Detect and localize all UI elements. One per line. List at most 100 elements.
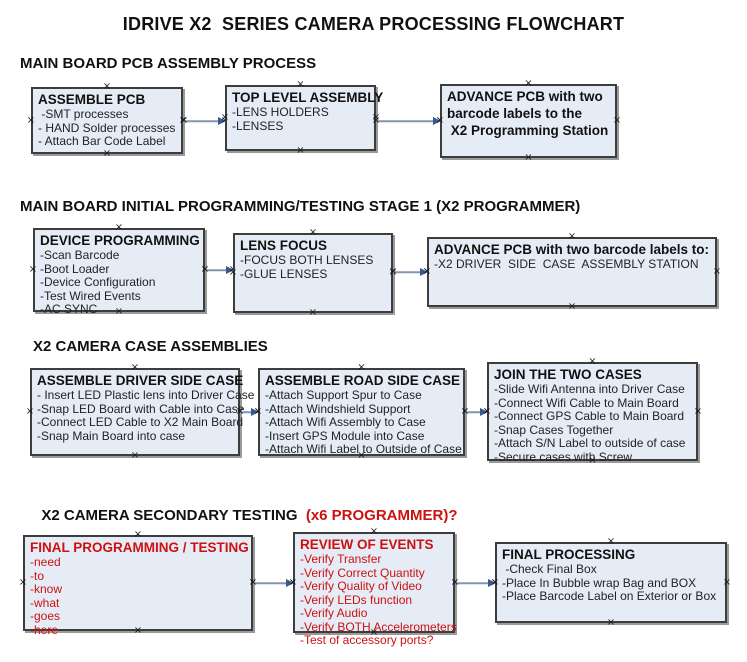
box-lines: -Check Final Box -Place In Bubble wrap B… bbox=[502, 562, 717, 603]
connection-point-marker[interactable]: × bbox=[388, 266, 398, 277]
connection-point-marker[interactable]: × bbox=[451, 577, 459, 588]
connection-point-marker[interactable]: × bbox=[371, 115, 381, 126]
arrow-line bbox=[240, 411, 253, 413]
box-title: TOP LEVEL ASSEMBLY bbox=[232, 90, 384, 105]
box-lines: -X2 DRIVER SIDE CASE ASSEMBLY STATION bbox=[434, 257, 699, 271]
arrow-line bbox=[455, 582, 490, 584]
box-title: LENS FOCUS bbox=[240, 238, 328, 253]
connection-point-marker[interactable]: × bbox=[308, 227, 318, 238]
connection-point-marker[interactable]: × bbox=[114, 222, 124, 233]
flow-box-top-level-assembly[interactable]: × × × × TOP LEVEL ASSEMBLY -LENS HOLDERS… bbox=[221, 80, 384, 156]
connection-point-marker[interactable]: × bbox=[102, 81, 112, 92]
connection-point-marker[interactable]: × bbox=[606, 536, 616, 547]
arrow-head-icon bbox=[286, 579, 294, 587]
connection-point-marker[interactable]: × bbox=[460, 406, 470, 417]
flow-box-join-the-two-cases[interactable]: × × × × JOIN THE TWO CASES -Slide Wifi A… bbox=[483, 357, 702, 466]
connection-point-marker[interactable]: × bbox=[102, 148, 112, 159]
connection-point-marker[interactable]: × bbox=[25, 406, 35, 417]
flow-box-advance-pcb-driver-side-case[interactable]: × × × × ADVANCE PCB with two barcode lab… bbox=[423, 232, 721, 312]
section-heading-black-part: X2 CAMERA SECONDARY TESTING bbox=[41, 507, 302, 524]
connection-point-marker[interactable]: × bbox=[369, 526, 379, 537]
connection-point-marker[interactable]: × bbox=[288, 576, 298, 588]
connection-point-marker[interactable]: × bbox=[114, 306, 124, 317]
connection-point-marker[interactable]: × bbox=[588, 455, 597, 466]
flow-box-assemble-road-side-case[interactable]: × × × × ASSEMBLE ROAD SIDE CASE -Attach … bbox=[254, 363, 469, 461]
connection-point-marker[interactable]: × bbox=[308, 307, 318, 318]
connection-point-marker[interactable]: × bbox=[369, 627, 379, 638]
flow-box-assemble-driver-side-case[interactable]: × × × × ASSEMBLE DRIVER SIDE CASE - Inse… bbox=[26, 363, 255, 461]
box-title: REVIEW OF EVENTS bbox=[300, 537, 434, 552]
connection-point-marker[interactable]: × bbox=[178, 114, 188, 126]
connection-point-marker[interactable]: × bbox=[28, 264, 38, 275]
arrow-head-icon bbox=[488, 579, 496, 587]
connection-point-marker[interactable]: × bbox=[567, 301, 577, 312]
connection-point-marker[interactable]: × bbox=[179, 115, 189, 126]
connection-point-marker[interactable]: × bbox=[612, 115, 622, 126]
arrow-line bbox=[253, 582, 288, 584]
connection-point-marker[interactable]: × bbox=[722, 576, 732, 588]
connector-arrow[interactable]: × × bbox=[451, 577, 499, 589]
box-lines: -Attach Support Spur to Case -Attach Win… bbox=[265, 388, 462, 456]
connection-point-marker[interactable]: × bbox=[588, 356, 597, 367]
connection-point-marker[interactable]: × bbox=[712, 266, 722, 277]
connection-point-marker[interactable]: × bbox=[26, 114, 36, 126]
box-lines: -Scan Barcode -Boot Loader -Device Confi… bbox=[40, 248, 156, 316]
connection-point-marker[interactable]: × bbox=[482, 405, 492, 417]
arrow-line bbox=[393, 271, 422, 273]
connection-point-marker[interactable]: × bbox=[133, 529, 143, 540]
connection-point-marker[interactable]: × bbox=[357, 450, 366, 461]
connection-point-marker[interactable]: × bbox=[228, 267, 238, 278]
arrow-head-icon bbox=[433, 117, 441, 125]
connection-point-marker[interactable]: × bbox=[18, 577, 28, 588]
flow-box-lens-focus[interactable]: × × × × LENS FOCUS -FOCUS BOTH LENSES -G… bbox=[229, 228, 397, 318]
connection-point-marker[interactable]: × bbox=[296, 79, 305, 90]
connection-point-marker[interactable]: × bbox=[524, 78, 533, 89]
connection-point-marker[interactable]: × bbox=[567, 231, 577, 242]
connection-point-marker[interactable]: × bbox=[371, 112, 381, 123]
connection-point-marker[interactable]: × bbox=[200, 264, 210, 275]
flow-box-final-programming-testing[interactable]: × × × × FINAL PROGRAMMING / TESTING -nee… bbox=[19, 530, 257, 637]
connector-arrow[interactable]: × × bbox=[180, 115, 229, 127]
page-title: IDRIVE X2 SERIES CAMERA PROCESSING FLOWC… bbox=[122, 14, 625, 34]
section-heading-initial-programming: MAIN BOARD INITIAL PROGRAMMING/TESTING S… bbox=[20, 198, 581, 215]
box-title: FINAL PROGRAMMING / TESTING bbox=[30, 540, 249, 555]
arrow-line bbox=[184, 120, 220, 122]
connection-point-marker[interactable]: × bbox=[435, 115, 445, 126]
connection-point-marker[interactable]: × bbox=[606, 617, 616, 628]
connection-point-marker[interactable]: × bbox=[130, 450, 140, 461]
connector-arrow[interactable]: × × bbox=[249, 577, 297, 589]
connection-point-marker[interactable]: × bbox=[490, 576, 500, 588]
box-lines: -Slide Wifi Antenna into Driver Case -Co… bbox=[494, 382, 686, 464]
connection-point-marker[interactable]: × bbox=[248, 577, 258, 588]
connection-point-marker[interactable]: × bbox=[220, 112, 230, 123]
connection-point-marker[interactable]: × bbox=[235, 406, 245, 417]
box-title: JOIN THE TWO CASES bbox=[494, 367, 642, 382]
flow-box-assemble-pcb[interactable]: × × × × ASSEMBLE PCB -SMT processes - HA… bbox=[27, 82, 187, 159]
box-title: ADVANCE PCB with two barcode labels to t… bbox=[447, 89, 609, 138]
connection-point-marker[interactable]: × bbox=[296, 145, 305, 156]
box-lines: - Insert LED Plastic lens into Driver Ca… bbox=[37, 388, 255, 443]
connection-point-marker[interactable]: × bbox=[450, 577, 460, 588]
flow-box-review-of-events[interactable]: × × × × REVIEW OF EVENTS -Verify Transfe… bbox=[289, 527, 459, 647]
flow-box-final-processing[interactable]: × × × × FINAL PROCESSING -Check Final Bo… bbox=[491, 537, 731, 628]
connection-point-marker[interactable]: × bbox=[693, 405, 703, 417]
arrow-line bbox=[376, 120, 435, 122]
box-lines: -SMT processes - HAND Solder processes -… bbox=[38, 107, 176, 148]
connection-point-marker[interactable]: × bbox=[253, 406, 263, 417]
arrow-line bbox=[465, 411, 482, 413]
section-heading-pcb-assembly: MAIN BOARD PCB ASSEMBLY PROCESS bbox=[20, 55, 317, 72]
arrow-line bbox=[205, 269, 228, 271]
flow-box-advance-pcb-programming-station[interactable]: × × × × ADVANCE PCB with two barcode lab… bbox=[436, 79, 621, 163]
section-heading-secondary-testing: X2 CAMERA SECONDARY TESTING (x6 PROGRAMM… bbox=[33, 490, 457, 524]
connection-point-marker[interactable]: × bbox=[357, 362, 366, 373]
arrow-head-icon bbox=[420, 268, 428, 276]
section-heading-case-assemblies: X2 CAMERA CASE ASSEMBLIES bbox=[33, 338, 268, 355]
connection-point-marker[interactable]: × bbox=[422, 266, 432, 277]
connection-point-marker[interactable]: × bbox=[133, 625, 143, 636]
flow-box-device-programming[interactable]: × × × × DEVICE PROGRAMMING -Scan Barcode… bbox=[29, 223, 209, 317]
connector-arrow[interactable]: × × bbox=[372, 115, 444, 127]
connection-point-marker[interactable]: × bbox=[524, 152, 533, 163]
arrow-head-icon bbox=[480, 408, 488, 416]
connection-point-marker[interactable]: × bbox=[130, 362, 140, 373]
arrow-head-icon bbox=[251, 408, 259, 416]
